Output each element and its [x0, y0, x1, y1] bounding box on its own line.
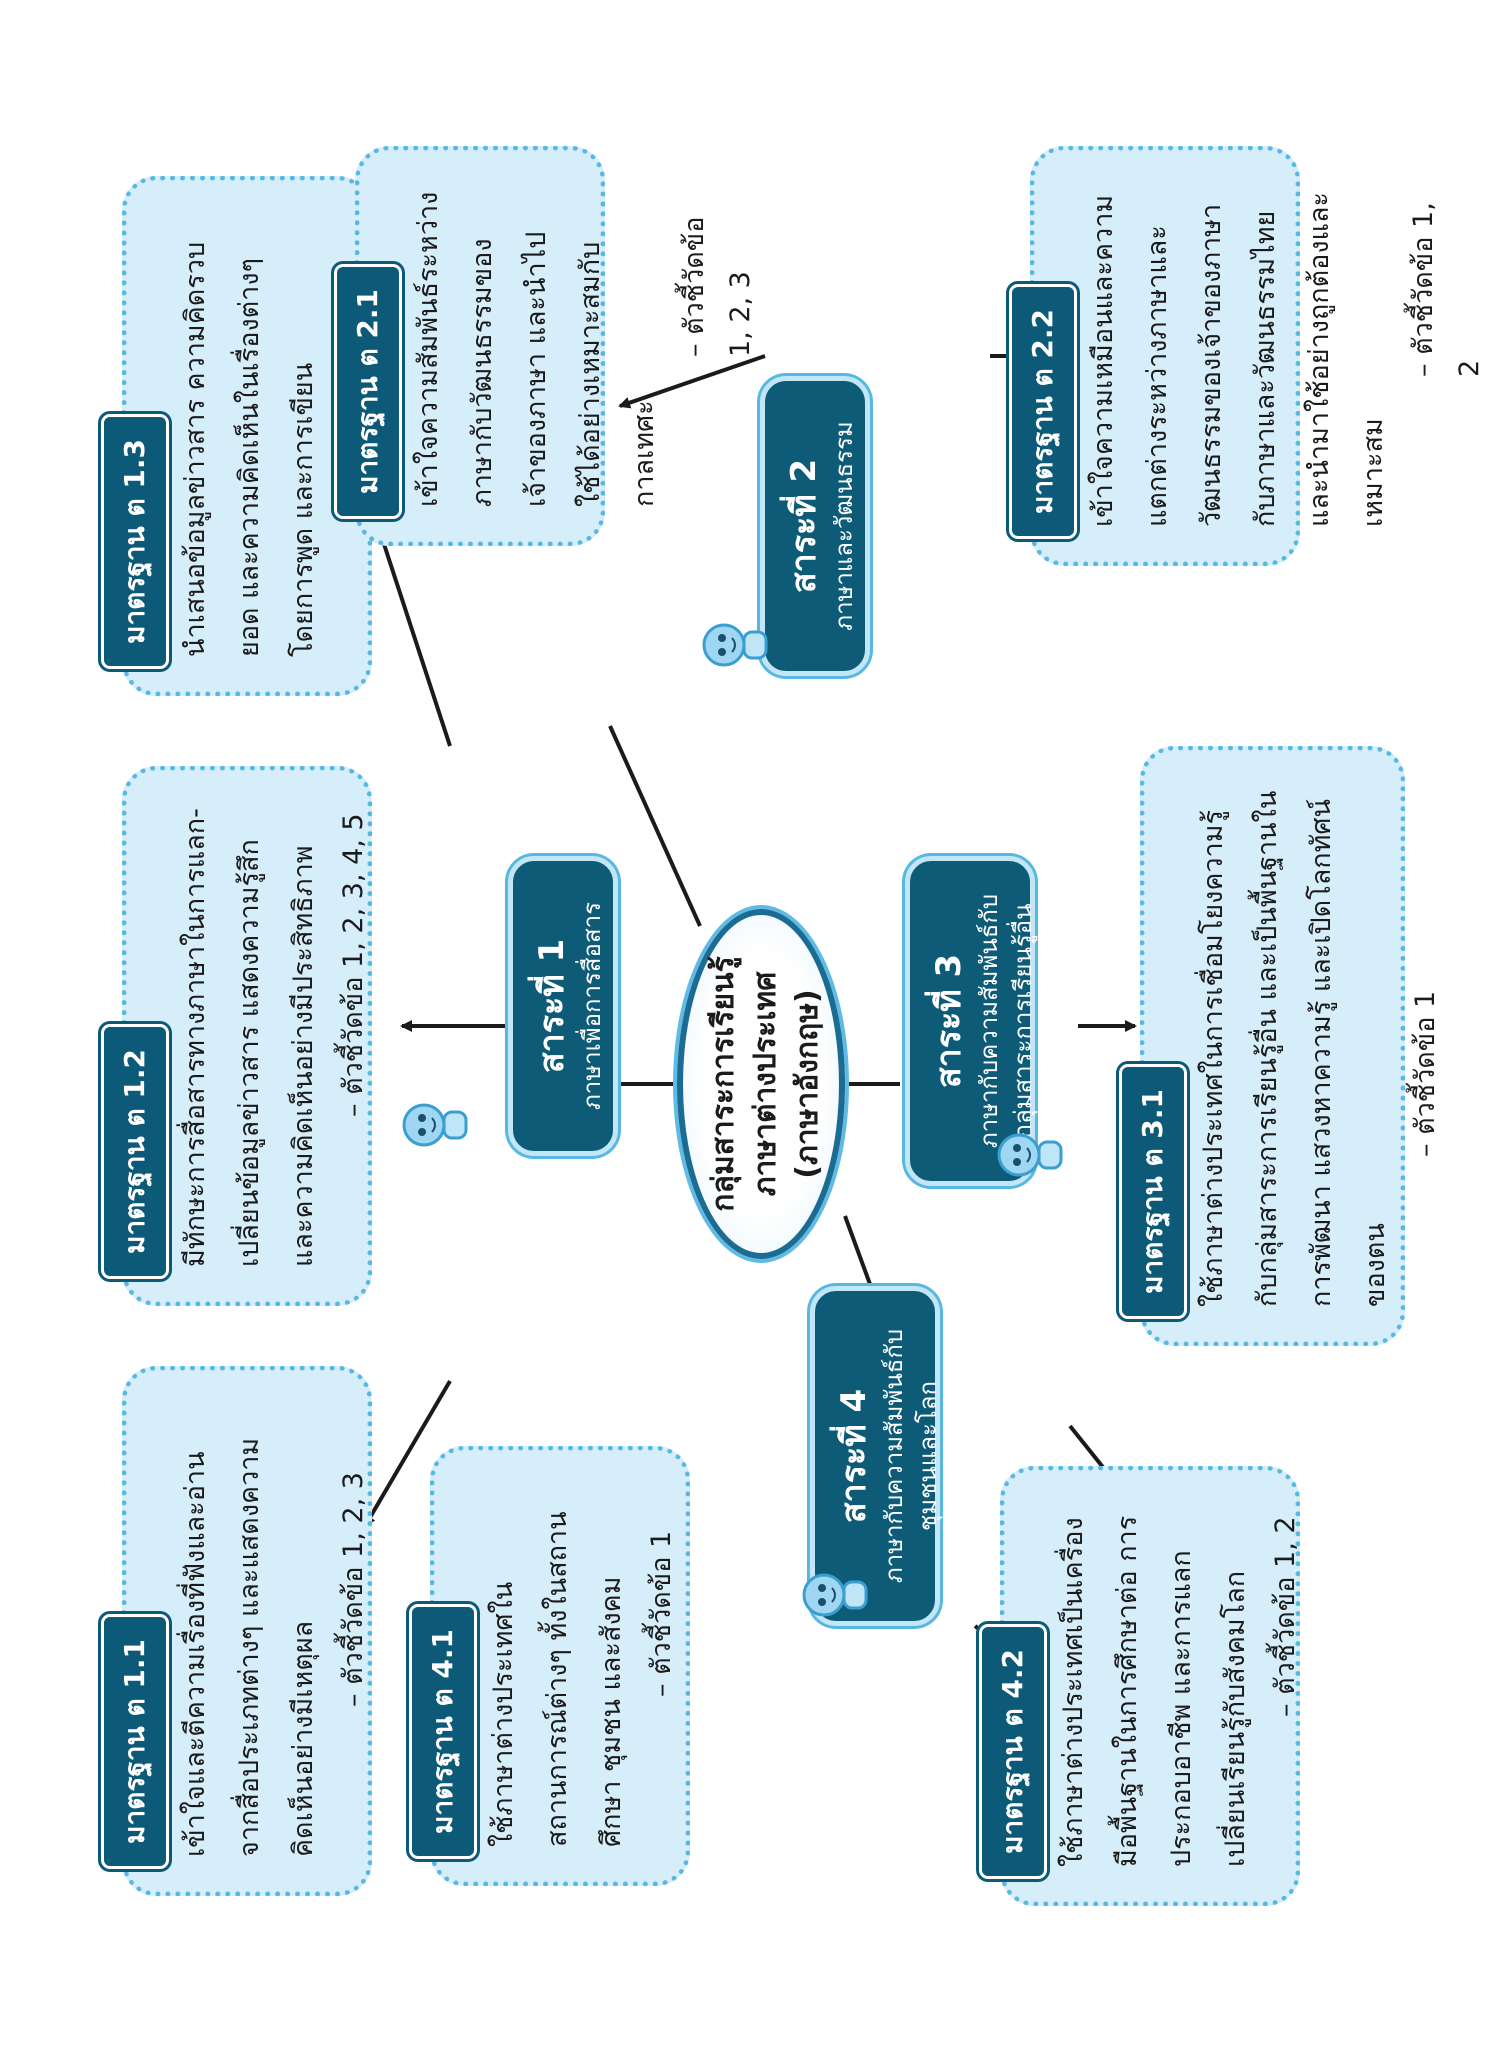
standard-1-1-indicators: – ตัวชี้วัดข้อ 1, 2, 3	[338, 1472, 369, 1707]
mascot-3-icon	[995, 1124, 1065, 1186]
standard-1-1-box: มาตรฐาน ต 1.1 เข้าใจและตีความเรื่องที่ฟั…	[101, 1366, 372, 1896]
standard-1-2-indicators: – ตัวชี้วัดข้อ 1, 2, 3, 4, 5	[338, 813, 369, 1117]
strand-1-subtitle: ภาษาเพื่อการสื่อสาร	[578, 902, 606, 1111]
standard-2-1-indicators: – ตัวชี้วัดข้อ 1, 2, 3	[679, 216, 756, 357]
standard-1-1-text: เข้าใจและตีความเรื่องที่ฟังและอ่านจากสื่…	[180, 1437, 319, 1857]
standard-4-2-label: มาตรฐาน ต 4.2	[979, 1624, 1047, 1879]
central-topic-line-2: ภาษาต่างประเทศ	[748, 971, 783, 1197]
mascot-4-icon	[800, 1564, 870, 1626]
strand-4-subtitle: ภาษากับความสัมพันธ์กับชุมชนและโลก	[880, 1328, 942, 1584]
central-topic: กลุ่มสาระการเรียนรู้ ภาษาต่างประเทศ (ภาษ…	[677, 909, 845, 1259]
standard-2-1-box: มาตรฐาน ต 2.1 เข้าใจความสัมพันธ์ระหว่างภ…	[334, 146, 756, 546]
standard-1-1-label: มาตรฐาน ต 1.1	[101, 1614, 169, 1869]
strand-2-subtitle: ภาษาและวัฒนธรรม	[830, 421, 858, 631]
strand-2-box: สาระที่ 2 ภาษาและวัฒนธรรม	[760, 376, 870, 676]
standard-3-1-box: มาตรฐาน ต 3.1 ใช้ภาษาต่างประเทศในการเชื่…	[1119, 746, 1441, 1346]
standard-3-1-text: ใช้ภาษาต่างประเทศในการเชื่อมโยงความรู้กั…	[1198, 790, 1391, 1307]
standard-4-1-label: มาตรฐาน ต 4.1	[409, 1604, 477, 1859]
standard-1-2-text: มีทักษะการสื่อสารทางภาษาในการแลก-เปลี่ยน…	[180, 808, 319, 1267]
standard-1-3-label: มาตรฐาน ต 1.3	[101, 414, 169, 669]
arrow-to-s2-1	[618, 354, 766, 409]
strand-1-title: สาระที่ 1	[532, 938, 572, 1074]
standard-1-2-box: มาตรฐาน ต 1.2 มีทักษะการสื่อสารทางภาษาใน…	[101, 766, 372, 1306]
standard-4-2-text: ใช้ภาษาต่างประเทศเป็นเครื่องมือพื้นฐานใน…	[1058, 1515, 1251, 1867]
standard-4-1-indicators: – ตัวชี้วัดข้อ 1	[646, 1530, 677, 1697]
standard-4-1-box: มาตรฐาน ต 4.1 ใช้ภาษาต่างประเทศในสถานการ…	[409, 1446, 690, 1886]
standard-2-2-label: มาตรฐาน ต 2.2	[1009, 284, 1077, 539]
standard-2-2-indicators: – ตัวชี้วัดข้อ 1, 2	[1408, 202, 1485, 377]
strand-3-title: สาระที่ 3	[929, 953, 969, 1089]
standard-3-1-indicators: – ตัวชี้วัดข้อ 1	[1410, 990, 1441, 1157]
arrow-to-s1-1	[363, 1379, 452, 1528]
mascot-1-icon	[400, 1094, 470, 1156]
standard-1-3-text: นำเสนอข้อมูลข่าวสาร ความคิดรวบยอด และควา…	[180, 241, 319, 657]
standard-4-2-box: มาตรฐาน ต 4.2 ใช้ภาษาต่างประเทศเป็นเครื่…	[979, 1466, 1301, 1906]
standard-1-2-label: มาตรฐาน ต 1.2	[101, 1024, 169, 1279]
central-topic-line-1: กลุ่มสาระการเรียนรู้	[706, 956, 741, 1212]
strand-1-box: สาระที่ 1 ภาษาเพื่อการสื่อสาร	[508, 856, 618, 1156]
standard-2-1-label: มาตรฐาน ต 2.1	[334, 264, 402, 519]
standard-2-2-text: เข้าใจความเหมือนและความแตกต่างระหว่างภาษ…	[1088, 192, 1389, 527]
standard-2-2-box: มาตรฐาน ต 2.2 เข้าใจความเหมือนและความแตก…	[1009, 146, 1485, 566]
standard-4-2-indicators: – ตัวชี้วัดข้อ 1, 2	[1270, 1516, 1301, 1717]
line-center-to-strand2	[608, 725, 702, 927]
strand-2-title: สาระที่ 2	[784, 458, 824, 594]
central-topic-line-3: (ภาษาอังกฤษ)	[790, 989, 825, 1179]
standard-3-1-label: มาตรฐาน ต 3.1	[1119, 1064, 1187, 1319]
standard-2-1-text: เข้าใจความสัมพันธ์ระหว่างภาษากับวัฒนธรรม…	[413, 191, 660, 507]
mascot-2-icon	[700, 614, 770, 676]
standard-4-1-text: ใช้ภาษาต่างประเทศในสถานการณ์ต่างๆ ทั้งใน…	[488, 1511, 627, 1847]
